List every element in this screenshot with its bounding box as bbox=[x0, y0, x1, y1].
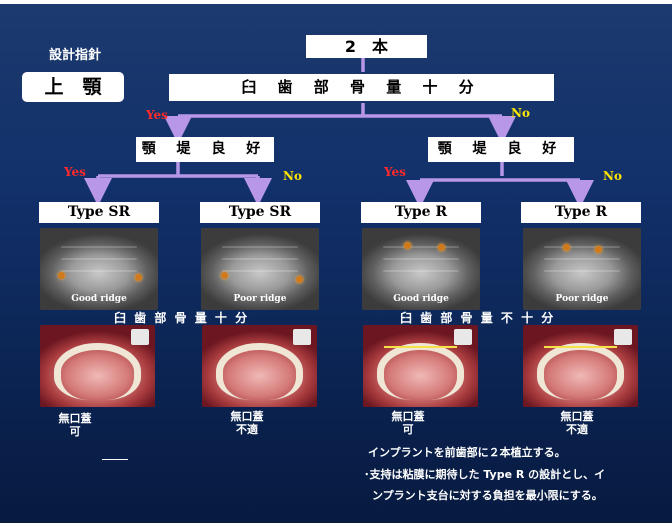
xray-poor-ridge-1: Poor ridge bbox=[201, 228, 319, 310]
implant-marker bbox=[404, 242, 411, 249]
outcome-3: 無口蓋 可 bbox=[391, 410, 425, 436]
outcome-1: 無口蓋 可 bbox=[58, 412, 92, 438]
outcome-2: 無口蓋 不適 bbox=[230, 410, 264, 436]
ridge-box-left: 顎 堤 良 好 bbox=[136, 137, 274, 162]
label-no-top: No bbox=[511, 106, 530, 120]
footer-line-1: インプラントを前歯部に２本植立する。 bbox=[368, 446, 566, 459]
bone-sufficient-box: 臼 歯 部 骨 量 十 分 bbox=[169, 74, 554, 101]
intraoral-photo-2 bbox=[202, 325, 317, 407]
outcome-4: 無口蓋 不適 bbox=[560, 410, 594, 436]
xray-good-ridge-2: Good ridge bbox=[362, 228, 480, 310]
ridge-box-right: 顎 堤 良 好 bbox=[428, 137, 574, 162]
type-box-1: Type SR bbox=[39, 202, 159, 223]
implant-marker bbox=[58, 272, 65, 279]
bone-note-right: 臼 歯 部 骨 量 不 十 分 bbox=[400, 311, 556, 325]
implant-marker bbox=[221, 272, 228, 279]
implant-marker bbox=[595, 246, 602, 253]
label-no-right: No bbox=[603, 169, 622, 183]
xray-poor-ridge-2: Poor ridge bbox=[523, 228, 641, 310]
implant-marker bbox=[563, 244, 570, 251]
type-box-3: Type R bbox=[361, 202, 481, 223]
flow-arrows bbox=[84, 56, 594, 208]
bone-note-left: 臼 歯 部 骨 量 十 分 bbox=[114, 311, 250, 325]
implant-count-box: 2 本 bbox=[306, 35, 427, 58]
slide: 設計指針 上 顎 2 本 臼 歯 部 骨 量 十 分 Yes No 顎 堤 良 … bbox=[0, 4, 672, 523]
design-guideline-label: 設計指針 bbox=[49, 48, 102, 63]
type-box-2: Type SR bbox=[200, 202, 320, 223]
xray-label: Good ridge bbox=[393, 294, 449, 304]
implant-marker bbox=[135, 274, 142, 281]
footer-line-2: ･支持は粘膜に期待した Type R の設計とし、イ bbox=[364, 468, 606, 481]
xray-good-ridge-1: Good ridge bbox=[40, 228, 158, 310]
xray-label: Poor ridge bbox=[233, 294, 287, 304]
xray-label: Poor ridge bbox=[555, 294, 609, 304]
intraoral-photo-3 bbox=[363, 325, 478, 407]
xray-label: Good ridge bbox=[71, 294, 127, 304]
implant-marker bbox=[438, 244, 445, 251]
divider bbox=[102, 459, 128, 460]
implant-marker bbox=[296, 276, 303, 283]
footer-line-3: ンプラント支台に対する負担を最小限にする。 bbox=[372, 489, 603, 502]
jaw-label: 上 顎 bbox=[22, 72, 124, 102]
label-yes-top: Yes bbox=[146, 108, 168, 122]
intraoral-photo-1 bbox=[40, 325, 155, 407]
label-yes-right: Yes bbox=[384, 165, 406, 179]
type-box-4: Type R bbox=[521, 202, 641, 223]
label-yes-left: Yes bbox=[64, 165, 86, 179]
intraoral-photo-4 bbox=[523, 325, 638, 407]
label-no-left: No bbox=[283, 169, 302, 183]
